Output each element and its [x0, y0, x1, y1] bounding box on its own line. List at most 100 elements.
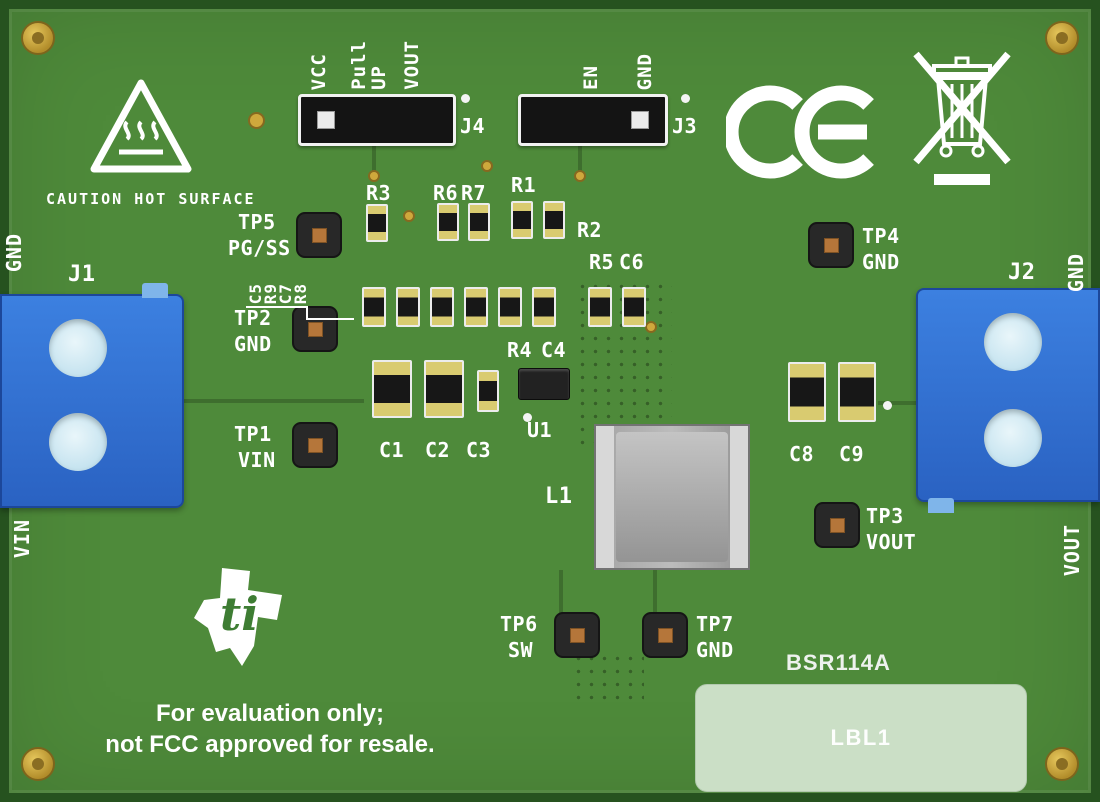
component-c1	[372, 360, 412, 418]
label-r5: R5	[589, 250, 615, 274]
component-r6	[437, 203, 459, 241]
silk-dot	[681, 94, 690, 103]
component-r9	[396, 287, 420, 327]
j3-pin-label-en: EN	[580, 65, 602, 90]
part-number: BSR114A	[786, 650, 891, 675]
tp3-signal: VOUT	[866, 530, 917, 554]
silk-leader-line	[306, 318, 354, 320]
component-u1-ic	[518, 368, 570, 400]
tp6-signal: SW	[508, 638, 534, 662]
trace	[559, 570, 563, 614]
mounting-hole-bottom-left	[21, 747, 55, 781]
label-r2: R2	[577, 218, 603, 242]
component-r8	[464, 287, 488, 327]
tp6-id: TP6	[500, 612, 538, 636]
hot-surface-icon	[90, 79, 192, 173]
component-r3	[366, 204, 388, 242]
weee-bin-icon	[913, 51, 1011, 185]
tp5-id: TP5	[238, 210, 276, 234]
sticker-text: LBL1	[830, 725, 892, 750]
testpoint-tp5	[296, 212, 342, 258]
testpoint-tp7	[642, 612, 688, 658]
tp2-id: TP2	[234, 306, 272, 330]
trace	[184, 399, 364, 403]
via	[248, 112, 265, 129]
label-sticker-lbl1: LBL1	[695, 684, 1027, 792]
terminal-j2-screw-bottom	[984, 409, 1042, 467]
tp7-id: TP7	[696, 612, 734, 636]
component-r5	[588, 287, 612, 327]
terminal-block-j2	[916, 288, 1100, 513]
testpoint-tp3	[814, 502, 860, 548]
component-c8	[788, 362, 826, 422]
jumper-j4-pin1	[317, 111, 335, 129]
trace	[372, 146, 376, 176]
tp1-signal: VIN	[238, 448, 276, 472]
label-r3: R3	[366, 181, 392, 205]
edge-label-gnd-right: GND	[1064, 252, 1088, 292]
j4-pin-label-vcc: VCC	[308, 52, 330, 90]
ti-logo-icon: ti	[194, 568, 282, 666]
silk-dot	[883, 401, 892, 410]
eval-notice-line2: not FCC approved for resale.	[105, 731, 435, 758]
component-c6	[622, 287, 646, 327]
jumper-j3-label: J3	[672, 114, 698, 138]
terminal-j1-screw-bottom	[49, 413, 107, 471]
silk-dot	[461, 94, 470, 103]
component-passive	[532, 287, 556, 327]
silk-leader-line	[306, 306, 308, 320]
edge-label-vin: VIN	[10, 518, 34, 558]
ce-mark-icon	[726, 85, 874, 179]
testpoint-tp4	[808, 222, 854, 268]
connector-j2-label: J2	[1008, 260, 1036, 285]
label-c2: C2	[425, 438, 451, 462]
component-passive	[498, 287, 522, 327]
eval-notice-line1: For evaluation only;	[155, 700, 385, 727]
via	[574, 170, 586, 182]
tp3-pad	[829, 517, 845, 533]
tp5-signal: PG/SS	[228, 236, 291, 260]
component-r1	[511, 201, 533, 239]
connector-j1-label: J1	[68, 262, 96, 287]
tp7-signal: GND	[696, 638, 734, 662]
label-u1: U1	[527, 418, 553, 442]
tp4-signal: GND	[862, 250, 900, 274]
terminal-j1-screw-top	[49, 319, 107, 377]
label-c8: C8	[789, 442, 815, 466]
terminal-j2-screw-top	[984, 313, 1042, 371]
caution-hot-surface-text: CAUTION HOT SURFACE	[46, 190, 256, 208]
via-grid-small	[572, 652, 644, 702]
tp5-pad	[311, 227, 327, 243]
j4-pin-label-pull: Pull	[348, 40, 370, 90]
testpoint-tp6	[554, 612, 600, 658]
component-r7	[468, 203, 490, 241]
mounting-hole-top-right	[1045, 21, 1079, 55]
jumper-j3-pin2	[631, 111, 649, 129]
tp4-id: TP4	[862, 224, 900, 248]
jumper-j4-label: J4	[460, 114, 486, 138]
component-c7	[430, 287, 454, 327]
label-r8-vertical: R8	[291, 282, 310, 304]
via	[481, 160, 493, 172]
edge-label-vout: VOUT	[1060, 523, 1084, 576]
jumper-j4	[298, 94, 456, 146]
j4-pin-label-up: UP	[368, 65, 390, 90]
terminal-j1-tab	[142, 283, 168, 298]
tp1-id: TP1	[234, 422, 272, 446]
trace	[578, 146, 582, 176]
label-l1: L1	[545, 484, 573, 509]
component-c5	[362, 287, 386, 327]
tp4-pad	[823, 237, 839, 253]
trace	[653, 570, 657, 614]
testpoint-tp1	[292, 422, 338, 468]
label-r4: R4	[507, 338, 533, 362]
tp3-id: TP3	[866, 504, 904, 528]
component-l1-inductor	[594, 424, 750, 570]
label-c3: C3	[466, 438, 492, 462]
component-c3	[477, 370, 499, 412]
via	[368, 170, 380, 182]
tp6-pad	[569, 627, 585, 643]
component-r2	[543, 201, 565, 239]
edge-label-gnd-left: GND	[2, 232, 26, 272]
